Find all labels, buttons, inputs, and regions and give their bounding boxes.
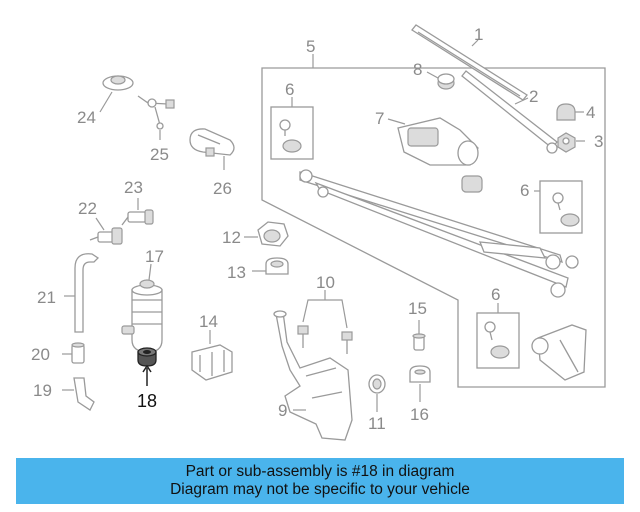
grommet-18[interactable] xyxy=(137,347,157,367)
sleeve-20[interactable] xyxy=(71,342,85,364)
callout-24[interactable]: 24 xyxy=(77,108,96,127)
wiper-motor[interactable] xyxy=(397,117,479,166)
grommet-11[interactable] xyxy=(368,374,386,394)
parts-diagram: 5 1 2 8 4 3 7 xyxy=(31,24,606,441)
callout-10[interactable]: 10 xyxy=(316,273,335,292)
bracket-14[interactable] xyxy=(191,344,233,381)
callout-21[interactable]: 21 xyxy=(37,288,56,307)
callout-17[interactable]: 17 xyxy=(145,247,164,266)
callout-19[interactable]: 19 xyxy=(33,381,52,400)
callout-14[interactable]: 14 xyxy=(199,312,218,331)
callout-26[interactable]: 26 xyxy=(213,179,232,198)
callout-8[interactable]: 8 xyxy=(413,60,422,79)
elbow-19[interactable] xyxy=(73,377,95,411)
hose-connector-25[interactable] xyxy=(137,95,175,130)
callout-20[interactable]: 20 xyxy=(31,345,50,364)
callout-4[interactable]: 4 xyxy=(586,103,595,122)
cap-4[interactable] xyxy=(556,103,576,121)
grommet[interactable] xyxy=(461,175,483,193)
bolt-grommet-box-c[interactable] xyxy=(476,312,520,369)
wiper-blade[interactable] xyxy=(411,24,528,101)
banner-line-2: Diagram may not be specific to your vehi… xyxy=(170,481,470,498)
callout-25[interactable]: 25 xyxy=(150,145,169,164)
grommet-24[interactable] xyxy=(102,75,134,91)
callout-12[interactable]: 12 xyxy=(222,228,241,247)
info-banner: Part or sub-assembly is #18 in diagram D… xyxy=(16,458,624,504)
mount-12[interactable] xyxy=(257,221,289,247)
callout-11[interactable]: 11 xyxy=(368,414,386,433)
callout-7[interactable]: 7 xyxy=(375,109,384,128)
callout-9[interactable]: 9 xyxy=(278,401,287,420)
callout-6a[interactable]: 6 xyxy=(285,80,294,99)
callout-1[interactable]: 1 xyxy=(474,25,483,44)
washer-pump-17[interactable] xyxy=(121,279,163,353)
assembly-outline xyxy=(261,67,606,388)
callout-13[interactable]: 13 xyxy=(227,263,246,282)
mounting-bracket[interactable] xyxy=(531,324,587,381)
connector-23[interactable] xyxy=(121,209,154,226)
callout-15[interactable]: 15 xyxy=(408,299,427,318)
cap-13[interactable] xyxy=(265,257,289,275)
bolt-grommet-box-b[interactable] xyxy=(539,180,583,234)
wiper-linkage[interactable] xyxy=(299,169,579,298)
callout-2[interactable]: 2 xyxy=(529,87,538,106)
callout-18[interactable]: 18 xyxy=(137,391,157,411)
washer-reservoir-9[interactable] xyxy=(273,310,353,441)
washer-nozzle-26[interactable] xyxy=(189,128,235,157)
bolt-grommet-box-a[interactable] xyxy=(270,106,314,160)
callout-22[interactable]: 22 xyxy=(78,199,97,218)
callout-23[interactable]: 23 xyxy=(124,178,143,197)
nut-3[interactable] xyxy=(557,132,576,153)
hose-21[interactable] xyxy=(74,253,100,333)
callout-6b[interactable]: 6 xyxy=(520,181,529,200)
nut-8[interactable] xyxy=(437,73,455,90)
banner-line-1: Part or sub-assembly is #18 in diagram xyxy=(185,463,455,480)
wiper-arm[interactable] xyxy=(461,70,558,154)
callout-5[interactable]: 5 xyxy=(306,37,315,56)
grommet-16[interactable] xyxy=(409,365,431,383)
bolts-10[interactable] xyxy=(297,325,353,354)
pin-15[interactable] xyxy=(412,333,426,351)
callout-3[interactable]: 3 xyxy=(594,132,603,151)
connector-22[interactable] xyxy=(89,227,123,245)
callout-16[interactable]: 16 xyxy=(410,405,429,424)
callout-6c[interactable]: 6 xyxy=(491,285,500,304)
